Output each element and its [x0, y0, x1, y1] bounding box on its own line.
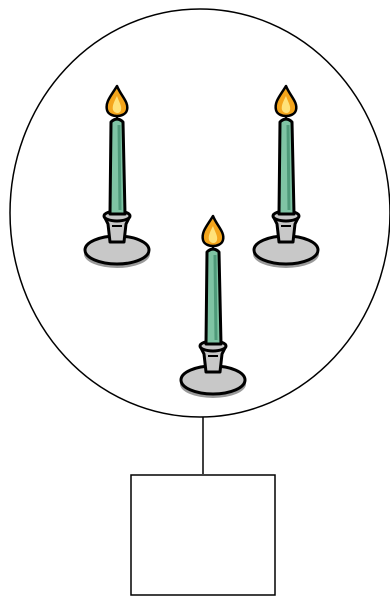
circle-node: [10, 9, 390, 417]
square-node: [131, 475, 275, 595]
